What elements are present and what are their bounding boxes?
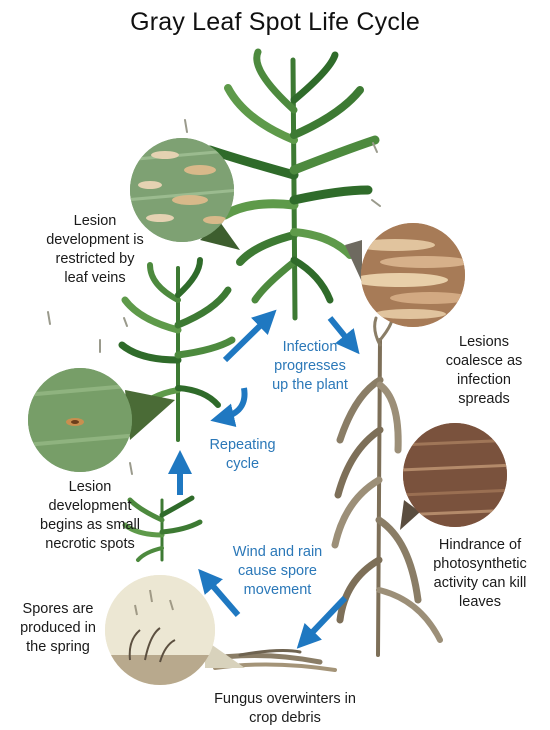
lesion-closeup-dead-tissue xyxy=(400,423,507,530)
cycle-label-repeating: Repeating cycle xyxy=(209,437,276,472)
arrow-debris-to-seedling xyxy=(198,568,241,617)
label-hindrance: Hindrance of photosynthetic activity can… xyxy=(433,537,527,610)
cycle-label-wind-rain: Wind and rain cause spore movement xyxy=(232,544,323,598)
lesion-closeup-small-spots xyxy=(28,368,175,472)
arrow-down-to-dead-plant xyxy=(327,316,360,355)
spore-production-closeup xyxy=(105,575,245,685)
cycle-label-infection: Infection progresses up the plant xyxy=(272,339,348,393)
lesion-closeup-vein-restricted xyxy=(130,138,240,250)
label-lesion-begins: Lesion development begins as small necro… xyxy=(40,479,140,552)
arrow-to-debris xyxy=(296,595,348,649)
label-lesions-coalesce: Lesions coalesce as infection spreads xyxy=(445,334,523,407)
middle-plant xyxy=(118,257,236,442)
label-lesion-restricted: Lesion development is restricted by leaf… xyxy=(46,213,144,286)
diseased-dead-plant xyxy=(331,316,443,657)
arrow-up-to-tall-plant xyxy=(222,309,277,363)
label-fungus-overwinters: Fungus overwinters in crop debris xyxy=(214,691,356,726)
tall-healthy-plant xyxy=(205,48,380,321)
arrow-repeating-cycle xyxy=(210,387,248,427)
lesion-closeup-coalesced xyxy=(345,223,465,327)
label-spores-produced: Spores are produced in the spring xyxy=(20,601,96,655)
cycle-arrows xyxy=(168,309,360,649)
seedling-plant xyxy=(122,495,203,562)
diagram-title: Gray Leaf Spot Life Cycle xyxy=(130,8,420,36)
